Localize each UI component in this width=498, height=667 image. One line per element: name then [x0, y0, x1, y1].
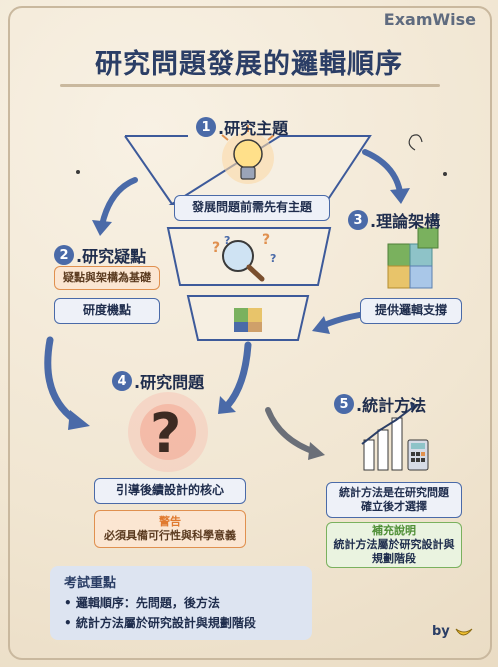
stats-note: 統計方法是在研究問題 確立後才選擇 [326, 482, 462, 518]
arrow-question-to-stats [265, 407, 318, 455]
question-note: 引導後續設計的核心 [94, 478, 246, 504]
svg-text:?: ? [150, 402, 181, 465]
arrow-funnel-to-question [224, 341, 252, 409]
puzzle-icon [234, 308, 262, 332]
svg-text:?: ? [262, 232, 270, 248]
lightbulb-icon [221, 125, 275, 184]
key-point-item: • 邏輯順序：先問題，後方法 [64, 596, 220, 610]
step-number: 1 [196, 117, 216, 137]
question-mark-icon: ? [128, 392, 208, 472]
supplement-line2: 規劃階段 [372, 552, 416, 566]
arrow-topic-to-theory [362, 149, 403, 195]
page-frame [8, 6, 492, 660]
exam-key-points-title: 考試重點 [64, 576, 117, 591]
warning-box: 警告 必須具備可行性與科學意義 [94, 510, 246, 548]
warning-text: 必須具備可行性與科學意義 [104, 529, 236, 542]
step-label: .研究疑點 [76, 247, 147, 266]
step-label: .研究主題 [218, 119, 289, 138]
calculator-icon [407, 439, 429, 471]
magnifier-question-icon: ? ? ? ? [212, 232, 276, 282]
step-theory-framework: 3 .理論架構 [348, 208, 440, 232]
topic-note: 發展問題前需先有主題 [174, 195, 330, 221]
key-point-item: • 統計方法屬於研究設計與規劃階段 [64, 616, 256, 630]
step-number: 4 [112, 371, 132, 391]
warning-title: 警告 [159, 514, 181, 528]
gap-basis-tag: 疑點與架構為基礎 [54, 266, 160, 290]
svg-text:?: ? [212, 240, 220, 256]
stats-note-line1: 統計方法是在研究問題 [339, 485, 449, 499]
step-research-question: 4 .研究問題 [112, 369, 204, 393]
decor-swirl [408, 134, 423, 151]
svg-text:?: ? [224, 234, 230, 247]
step-research-gap: 2 .研究疑點 [54, 243, 146, 267]
step-label: .統計方法 [356, 396, 427, 415]
stats-note-line2: 確立後才選擇 [361, 500, 427, 513]
arrow-topic-to-gap [99, 177, 138, 228]
step-label: .理論架構 [370, 212, 441, 231]
theory-puzzle-icon [387, 227, 439, 289]
step-label: .研究問題 [134, 373, 205, 392]
step-number: 5 [334, 394, 354, 414]
arrow-gap-to-question [44, 336, 79, 424]
step-statistical-method: 5 .統計方法 [334, 392, 426, 416]
supplement-title: 補充說明 [372, 523, 416, 537]
bar-chart-icon [361, 402, 418, 471]
title-divider [60, 84, 440, 87]
step-number: 2 [54, 245, 74, 265]
banana-icon [455, 628, 473, 635]
supplement-line1: 統計方法屬於研究設計與 [333, 537, 455, 551]
credit-text: by [432, 624, 450, 639]
page-title: 研究問題發展的邏輯順序 [95, 49, 403, 80]
author-credit: by [432, 624, 474, 639]
brand-logo: ExamWise [383, 10, 476, 29]
exam-key-points: 考試重點 • 邏輯順序：先問題，後方法 • 統計方法屬於研究設計與規劃階段 [50, 566, 312, 640]
step-research-topic: 1 .研究主題 [196, 115, 288, 139]
gap-note: 研度機點 [54, 298, 160, 324]
step-number: 3 [348, 210, 368, 230]
theory-note: 提供邏輯支撐 [360, 298, 462, 324]
svg-text:?: ? [270, 252, 276, 265]
supplement-box: 補充說明 統計方法屬於研究設計與 規劃階段 [326, 522, 462, 568]
